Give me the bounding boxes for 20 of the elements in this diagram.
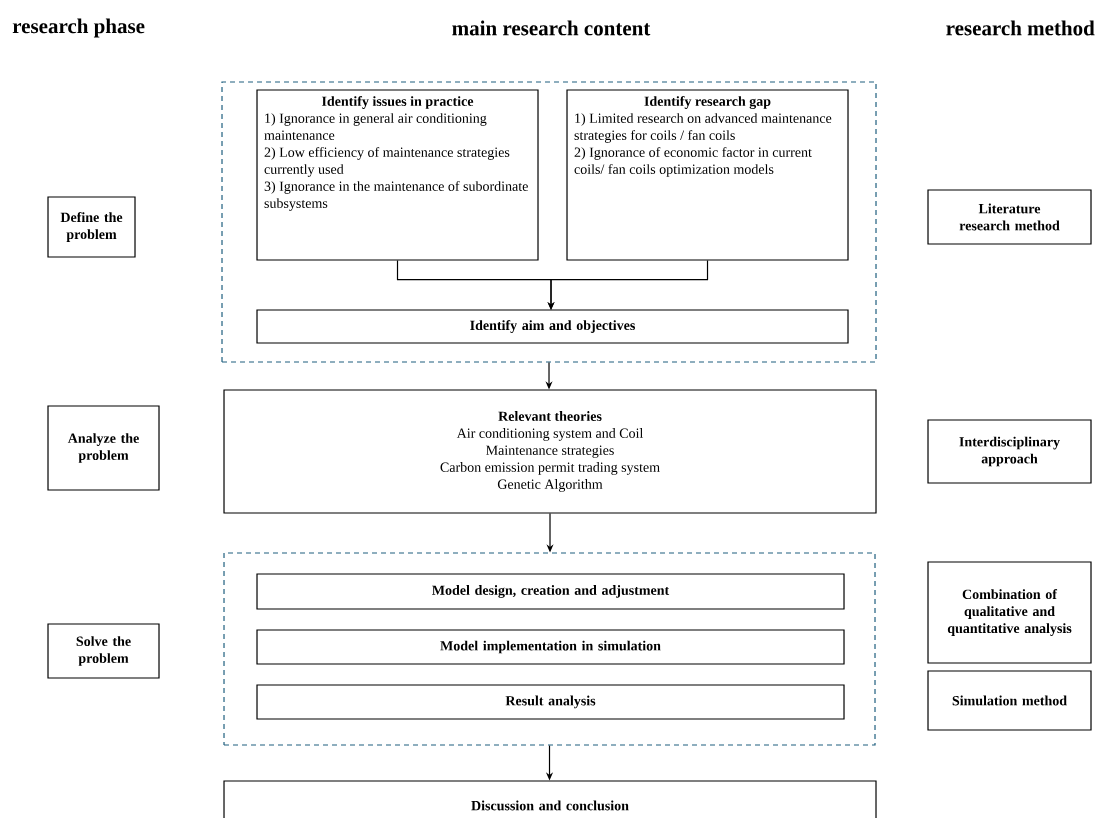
step-box: Identify aim and objectives (256, 309, 849, 344)
column-heading: research method (946, 20, 1095, 36)
method-box: Simulation method (927, 670, 1092, 731)
content-box: Identify research gap 1) Limited research on advanced maintenance strategies for coils / fan coils 2) Ignorance of economic factor in current coils/ fan coils optimization models (566, 89, 849, 261)
column-heading: main research content (452, 20, 651, 36)
dashed-group-frame (223, 552, 876, 746)
step-box: Result analysis (256, 684, 845, 720)
column-heading: research phase (12, 18, 145, 38)
method-box: Interdisciplinary approach (927, 419, 1092, 484)
phase-box: Define the problem (47, 196, 136, 258)
dashed-group-frame (221, 81, 877, 363)
phase-box: Analyze the problem (47, 405, 160, 491)
method-box: Literature research method (927, 189, 1092, 245)
step-box: Discussion and conclusion (223, 780, 877, 818)
phase-box: Solve the problem (47, 623, 160, 679)
step-box: Model design, creation and adjustment (256, 573, 845, 610)
content-box: Identify issues in practice 1) Ignorance in general air conditioning maintenance 2) Low efficiency of maintenance strategies currently used 3) Ignorance in the maintenance of subordinate subsystems (256, 89, 539, 261)
step-box: Model implementation in simulation (256, 629, 845, 665)
method-box: Combination of qualitative and quantitative analysis (927, 561, 1092, 664)
content-box: Relevant theories Air conditioning system and Coil Maintenance strategies Carbon emission permit trading system Genetic Algorithm (223, 389, 877, 514)
